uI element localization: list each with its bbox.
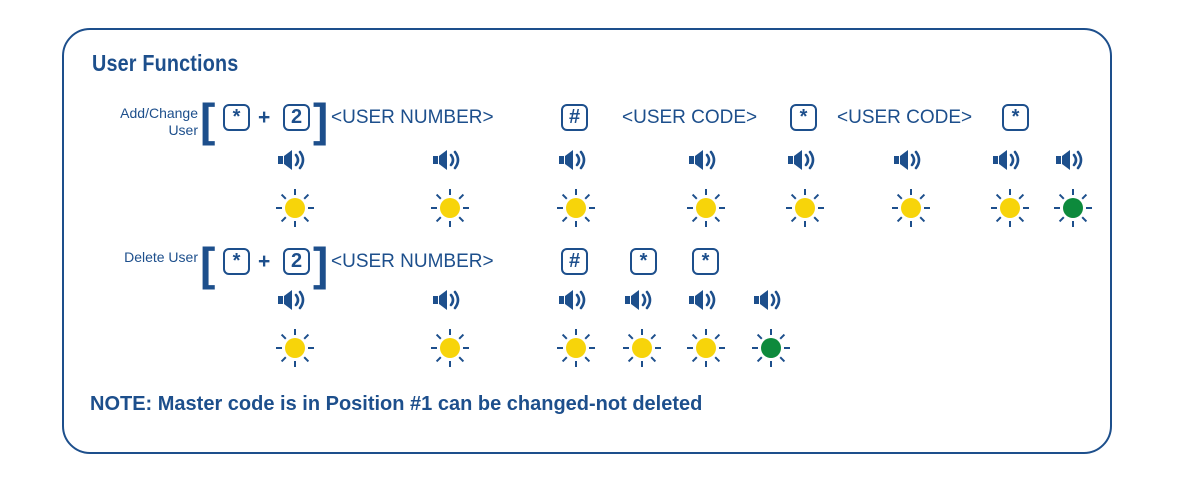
led-icon: [556, 328, 596, 373]
led-icon: [430, 328, 470, 373]
speaker-icon: [277, 149, 313, 176]
speaker-icon: [688, 289, 724, 316]
speaker-icon: [688, 149, 724, 176]
open-bracket: [: [200, 238, 216, 290]
two-key: 2: [283, 104, 310, 131]
add-change-label-line2: User: [168, 122, 198, 138]
close-bracket: ]: [313, 238, 329, 290]
add-change-label: Add/Change User: [100, 105, 198, 139]
user-code-text: <USER CODE>: [622, 107, 758, 128]
add-change-label-line1: Add/Change: [120, 105, 198, 121]
star-key: *: [223, 104, 250, 131]
speaker-icon: [558, 149, 594, 176]
speaker-icon: [624, 289, 660, 316]
led-icon: [1053, 188, 1093, 233]
note-text: NOTE: Master code is in Position #1 can …: [90, 393, 703, 415]
speaker-icon: [432, 289, 468, 316]
led-icon: [891, 188, 931, 233]
speaker-icon: [893, 149, 929, 176]
plus-sign: +: [258, 250, 271, 273]
speaker-icon: [558, 289, 594, 316]
led-icon: [686, 188, 726, 233]
star-key: *: [1002, 104, 1029, 131]
user-functions-panel: [62, 28, 1112, 454]
open-bracket: [: [200, 94, 216, 146]
two-key: 2: [283, 248, 310, 275]
star-key: *: [790, 104, 817, 131]
panel-title: User Functions: [92, 50, 239, 76]
hash-key: #: [561, 248, 588, 275]
user-code-text: <USER CODE>: [837, 107, 973, 128]
hash-key: #: [561, 104, 588, 131]
speaker-icon: [992, 149, 1028, 176]
led-icon: [556, 188, 596, 233]
led-icon: [275, 188, 315, 233]
star-key: *: [692, 248, 719, 275]
led-icon: [751, 328, 791, 373]
led-icon: [275, 328, 315, 373]
led-icon: [686, 328, 726, 373]
led-icon: [990, 188, 1030, 233]
star-key: *: [630, 248, 657, 275]
speaker-icon: [753, 289, 789, 316]
user-number-text: <USER NUMBER>: [331, 107, 494, 128]
speaker-icon: [1055, 149, 1091, 176]
led-icon: [622, 328, 662, 373]
plus-sign: +: [258, 106, 271, 129]
user-number-text: <USER NUMBER>: [331, 251, 494, 272]
star-key: *: [223, 248, 250, 275]
close-bracket: ]: [313, 94, 329, 146]
speaker-icon: [432, 149, 468, 176]
delete-user-label: Delete User: [124, 249, 198, 265]
led-icon: [430, 188, 470, 233]
led-icon: [785, 188, 825, 233]
speaker-icon: [277, 289, 313, 316]
speaker-icon: [787, 149, 823, 176]
